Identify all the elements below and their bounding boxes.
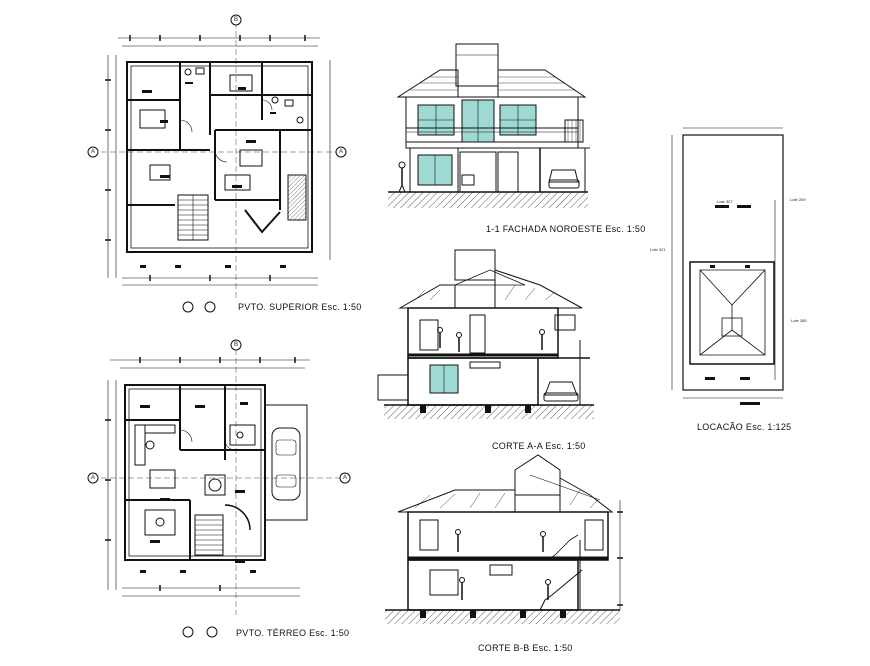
axis-marker-b-upper [182, 14, 242, 313]
ground-floor-plan [92, 340, 345, 615]
facade-title: 1-1 FACHADA NOROESTE Esc. 1:50 [486, 224, 646, 234]
lot-label-307: Lote 307 [717, 199, 733, 204]
axis-marker-a-upper [87, 146, 347, 158]
axis-marker-a-ground [87, 472, 351, 484]
axis-label-a-ground-right: A [343, 475, 348, 481]
axis-label-b-ground: B [234, 342, 239, 348]
upper-floor-plan [92, 22, 340, 300]
lot-label-321: Lote 321 [650, 247, 666, 252]
location-title: LOCACÃO Esc. 1:125 [697, 422, 792, 432]
axis-marker-b-ground [182, 339, 242, 638]
location-plan [671, 127, 784, 405]
axis-label-a-ground-left: A [91, 475, 96, 481]
lot-label-269: Lote 269 [790, 197, 806, 202]
section-bb-title: CORTE B-B Esc. 1:50 [478, 643, 573, 653]
lot-label-285: Lote 285 [791, 318, 807, 323]
facade-elevation [388, 43, 590, 208]
section-aa-title: CORTE A-A Esc. 1:50 [492, 441, 586, 451]
axis-label-b-top: B [234, 17, 239, 23]
upper-plan-title: PVTO. SUPERIOR Esc. 1:50 [238, 302, 362, 312]
ground-plan-title: PVTO. TÉRREO Esc. 1:50 [236, 628, 350, 638]
axis-label-a-right: A [339, 149, 344, 155]
section-aa [377, 249, 594, 419]
section-bb [385, 454, 623, 624]
axis-label-a-left: A [91, 149, 96, 155]
